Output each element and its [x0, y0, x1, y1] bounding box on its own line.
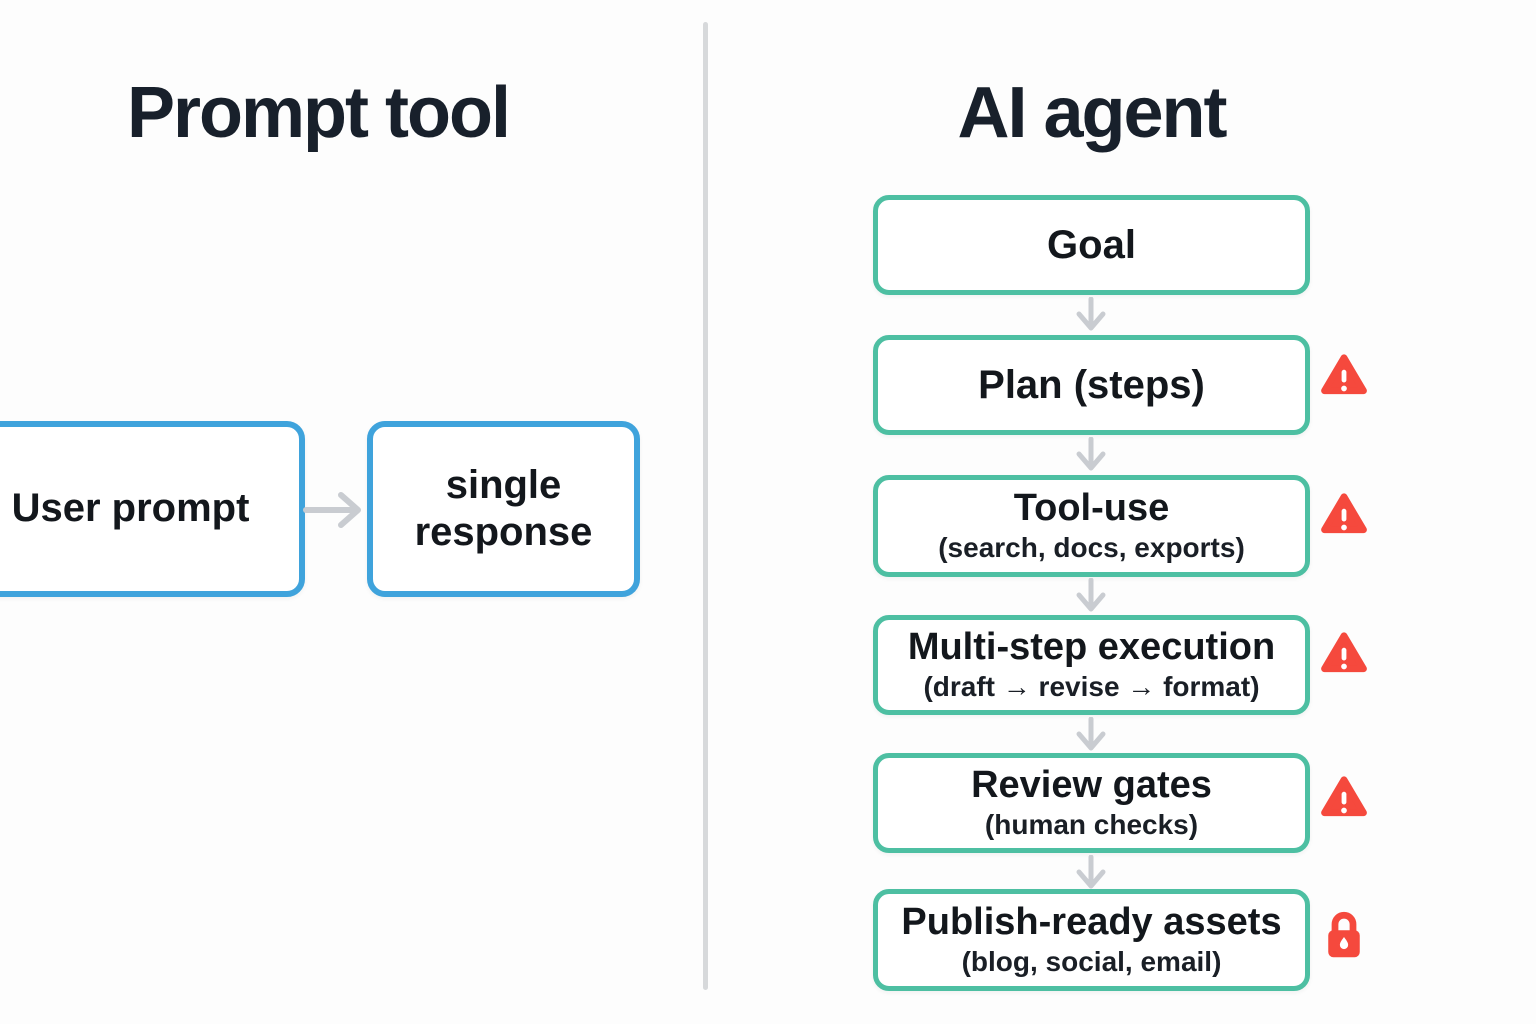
down-arrow-icon: [1076, 717, 1106, 751]
vertical-divider: [703, 22, 708, 990]
lock-icon: [1328, 911, 1360, 958]
step-label-review-gates: Review gates: [971, 764, 1212, 806]
step-label-goal: Goal: [1047, 223, 1136, 267]
down-arrow-icon: [1076, 437, 1106, 471]
step-box-plan: Plan (steps): [873, 335, 1310, 435]
step-sub-publish-ready: (blog, social, email): [961, 945, 1222, 977]
step-sub-multi-step: (draft → revise → format): [923, 670, 1260, 702]
single-response-box: single response: [367, 421, 640, 597]
step-box-tool-use: Tool-use (search, docs, exports): [873, 475, 1310, 577]
step-box-goal: Goal: [873, 195, 1310, 295]
user-prompt-box: User prompt: [0, 421, 305, 597]
down-arrow-icon: [1076, 297, 1106, 331]
step-box-publish-ready: Publish-ready assets (blog, social, emai…: [873, 889, 1310, 991]
down-arrow-icon: [1076, 578, 1106, 612]
warning-icon: [1321, 354, 1367, 395]
single-response-label: single response: [414, 462, 593, 554]
warning-icon: [1321, 632, 1367, 673]
step-label-tool-use: Tool-use: [1013, 487, 1170, 529]
user-prompt-label: User prompt: [11, 486, 250, 531]
step-sub-tool-use: (search, docs, exports): [938, 531, 1245, 563]
down-arrow-icon: [1076, 855, 1106, 889]
left-panel-title: Prompt tool: [127, 73, 511, 153]
step-sub-review-gates: (human checks): [984, 808, 1199, 840]
step-box-multi-step: Multi-step execution (draft → revise → f…: [873, 615, 1310, 715]
warning-icon: [1321, 776, 1367, 817]
step-label-multi-step: Multi-step execution: [907, 626, 1276, 668]
right-panel-title: AI agent: [957, 73, 1227, 153]
step-label-plan: Plan (steps): [978, 363, 1205, 407]
right-arrow-icon: [303, 492, 361, 528]
step-box-review-gates: Review gates (human checks): [873, 753, 1310, 853]
step-label-publish-ready: Publish-ready assets: [901, 901, 1282, 943]
warning-icon: [1321, 493, 1367, 534]
